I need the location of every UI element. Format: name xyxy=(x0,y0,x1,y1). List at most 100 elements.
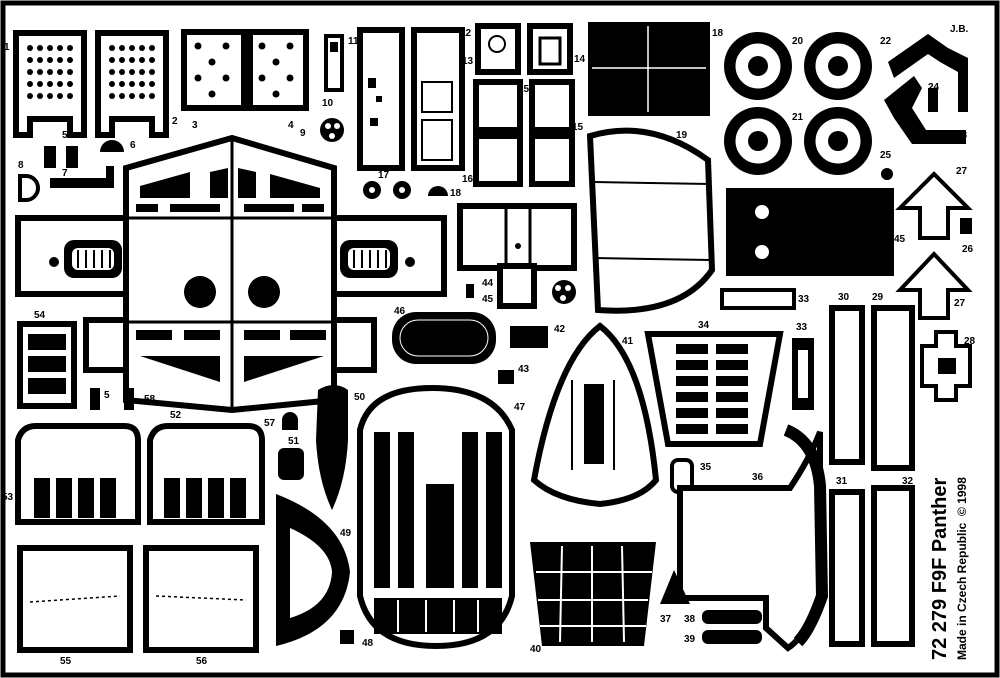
label-24: 24 xyxy=(928,82,940,93)
part-33-a xyxy=(720,288,796,310)
label-49: 49 xyxy=(340,528,352,539)
part-36 xyxy=(677,424,829,652)
label-40: 40 xyxy=(530,644,542,655)
part-51 xyxy=(278,448,304,480)
fret-copyright: © 1998 xyxy=(955,477,969,516)
label-7: 7 xyxy=(62,168,68,179)
part-40 xyxy=(530,542,656,646)
part-44-panel xyxy=(457,203,577,309)
label-26: 26 xyxy=(962,244,974,255)
part-13 xyxy=(475,23,521,75)
label-41: 41 xyxy=(622,336,634,347)
fret-title: 72 279 F9F Panther xyxy=(929,477,951,660)
part-11-12 xyxy=(357,27,465,171)
label-13: 13 xyxy=(462,56,474,67)
label-28: 28 xyxy=(964,336,976,347)
part-37 xyxy=(660,570,690,604)
label-3: 3 xyxy=(192,120,198,131)
label-18b: 18 xyxy=(450,188,462,199)
part-50 xyxy=(316,385,348,510)
fret-title-block: 72 279 F9F Panther Made in Czech Republi… xyxy=(929,477,969,660)
label-44: 44 xyxy=(482,278,494,289)
part-22-24 xyxy=(884,34,968,144)
label-34: 34 xyxy=(698,320,710,331)
label-19: 19 xyxy=(676,130,688,141)
label-54: 54 xyxy=(34,310,46,321)
part-48 xyxy=(340,630,354,644)
label-17: 17 xyxy=(378,170,390,181)
label-15: 15 xyxy=(518,84,530,95)
fret-made-in: Made in Czech Republic xyxy=(955,522,969,660)
part-27 xyxy=(895,171,973,320)
label-21: 21 xyxy=(792,112,804,123)
label-32: 32 xyxy=(902,476,914,487)
part-57 xyxy=(282,412,298,430)
label-55: 55 xyxy=(60,656,72,667)
label-43: 43 xyxy=(518,364,530,375)
part-26 xyxy=(960,218,972,234)
label-57: 57 xyxy=(264,418,276,429)
label-48: 48 xyxy=(362,638,374,649)
part-46 xyxy=(392,312,496,364)
label-38: 38 xyxy=(684,614,696,625)
part-9 xyxy=(320,118,344,142)
label-42: 42 xyxy=(554,324,566,335)
label-30: 30 xyxy=(838,292,850,303)
label-5b: 5 xyxy=(104,390,110,401)
label-35: 35 xyxy=(700,462,712,473)
part-14 xyxy=(527,23,573,75)
label-20: 20 xyxy=(792,36,804,47)
label-16: 16 xyxy=(462,174,474,185)
part-3-4 xyxy=(181,29,309,111)
label-14: 14 xyxy=(574,54,586,65)
label-5: 5 xyxy=(62,130,68,141)
part-19 xyxy=(586,127,716,314)
part-38-39 xyxy=(702,610,762,644)
part-45 xyxy=(726,188,894,276)
label-27: 27 xyxy=(956,166,968,177)
part-main-fuselage-panel xyxy=(15,134,447,414)
label-51: 51 xyxy=(288,436,300,447)
part-55-56 xyxy=(17,545,259,653)
label-10: 10 xyxy=(322,98,334,109)
label-2: 2 xyxy=(172,116,178,127)
part-5-8 xyxy=(18,140,124,202)
label-25: 25 xyxy=(880,150,892,161)
part-18 xyxy=(588,22,710,116)
label-9: 9 xyxy=(300,128,306,139)
part-17 xyxy=(363,181,448,199)
label-50: 50 xyxy=(354,392,366,403)
label-33b: 33 xyxy=(796,322,808,333)
label-12: 12 xyxy=(460,28,472,39)
part-34 xyxy=(644,331,784,447)
label-31: 31 xyxy=(836,476,848,487)
part-43 xyxy=(498,370,514,384)
part-29-32 xyxy=(829,305,915,647)
label-45b: 45 xyxy=(894,234,906,245)
part-5-58 xyxy=(90,388,134,410)
label-4: 4 xyxy=(288,120,294,131)
part-2 xyxy=(95,30,169,138)
part-49 xyxy=(276,494,350,646)
part-15-16 xyxy=(473,79,575,187)
part-42 xyxy=(510,326,548,348)
label-53: 53 xyxy=(2,492,14,503)
label-1: 1 xyxy=(4,42,10,53)
label-58: 58 xyxy=(144,394,156,405)
part-25 xyxy=(881,168,893,180)
label-18: 18 xyxy=(712,28,724,39)
label-29: 29 xyxy=(872,292,884,303)
part-20-21-wheels xyxy=(724,32,872,175)
part-41 xyxy=(530,322,660,508)
part-47 xyxy=(357,384,515,650)
label-45: 45 xyxy=(482,294,494,305)
label-37: 37 xyxy=(660,614,672,625)
label-52: 52 xyxy=(170,410,182,421)
label-jb: J.B. xyxy=(950,24,969,35)
part-10-11 xyxy=(324,34,344,92)
label-33: 33 xyxy=(798,294,810,305)
label-22: 22 xyxy=(880,36,892,47)
label-11: 11 xyxy=(348,36,359,47)
